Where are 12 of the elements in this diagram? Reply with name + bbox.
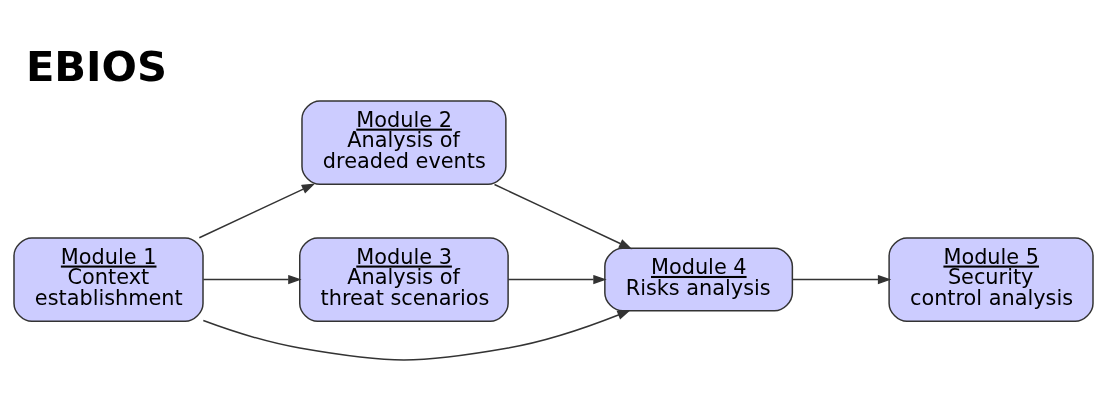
arrow xyxy=(198,183,316,239)
node-box: Module 1 Context establishment xyxy=(13,237,204,322)
arrow xyxy=(791,274,892,285)
arrow xyxy=(202,310,631,361)
arrow xyxy=(493,183,633,250)
arrow xyxy=(202,274,302,285)
node-box: Module 2 Analysis of dreaded events xyxy=(301,100,507,186)
diagram-title: EBIOS xyxy=(25,41,168,91)
node-box: Module 4 Risks analysis xyxy=(604,247,794,312)
node-box: Module 3 Analysis of threat scenarios xyxy=(299,237,509,322)
arrow xyxy=(507,274,607,285)
node-box: Module 5 Security control analysis xyxy=(888,237,1094,322)
